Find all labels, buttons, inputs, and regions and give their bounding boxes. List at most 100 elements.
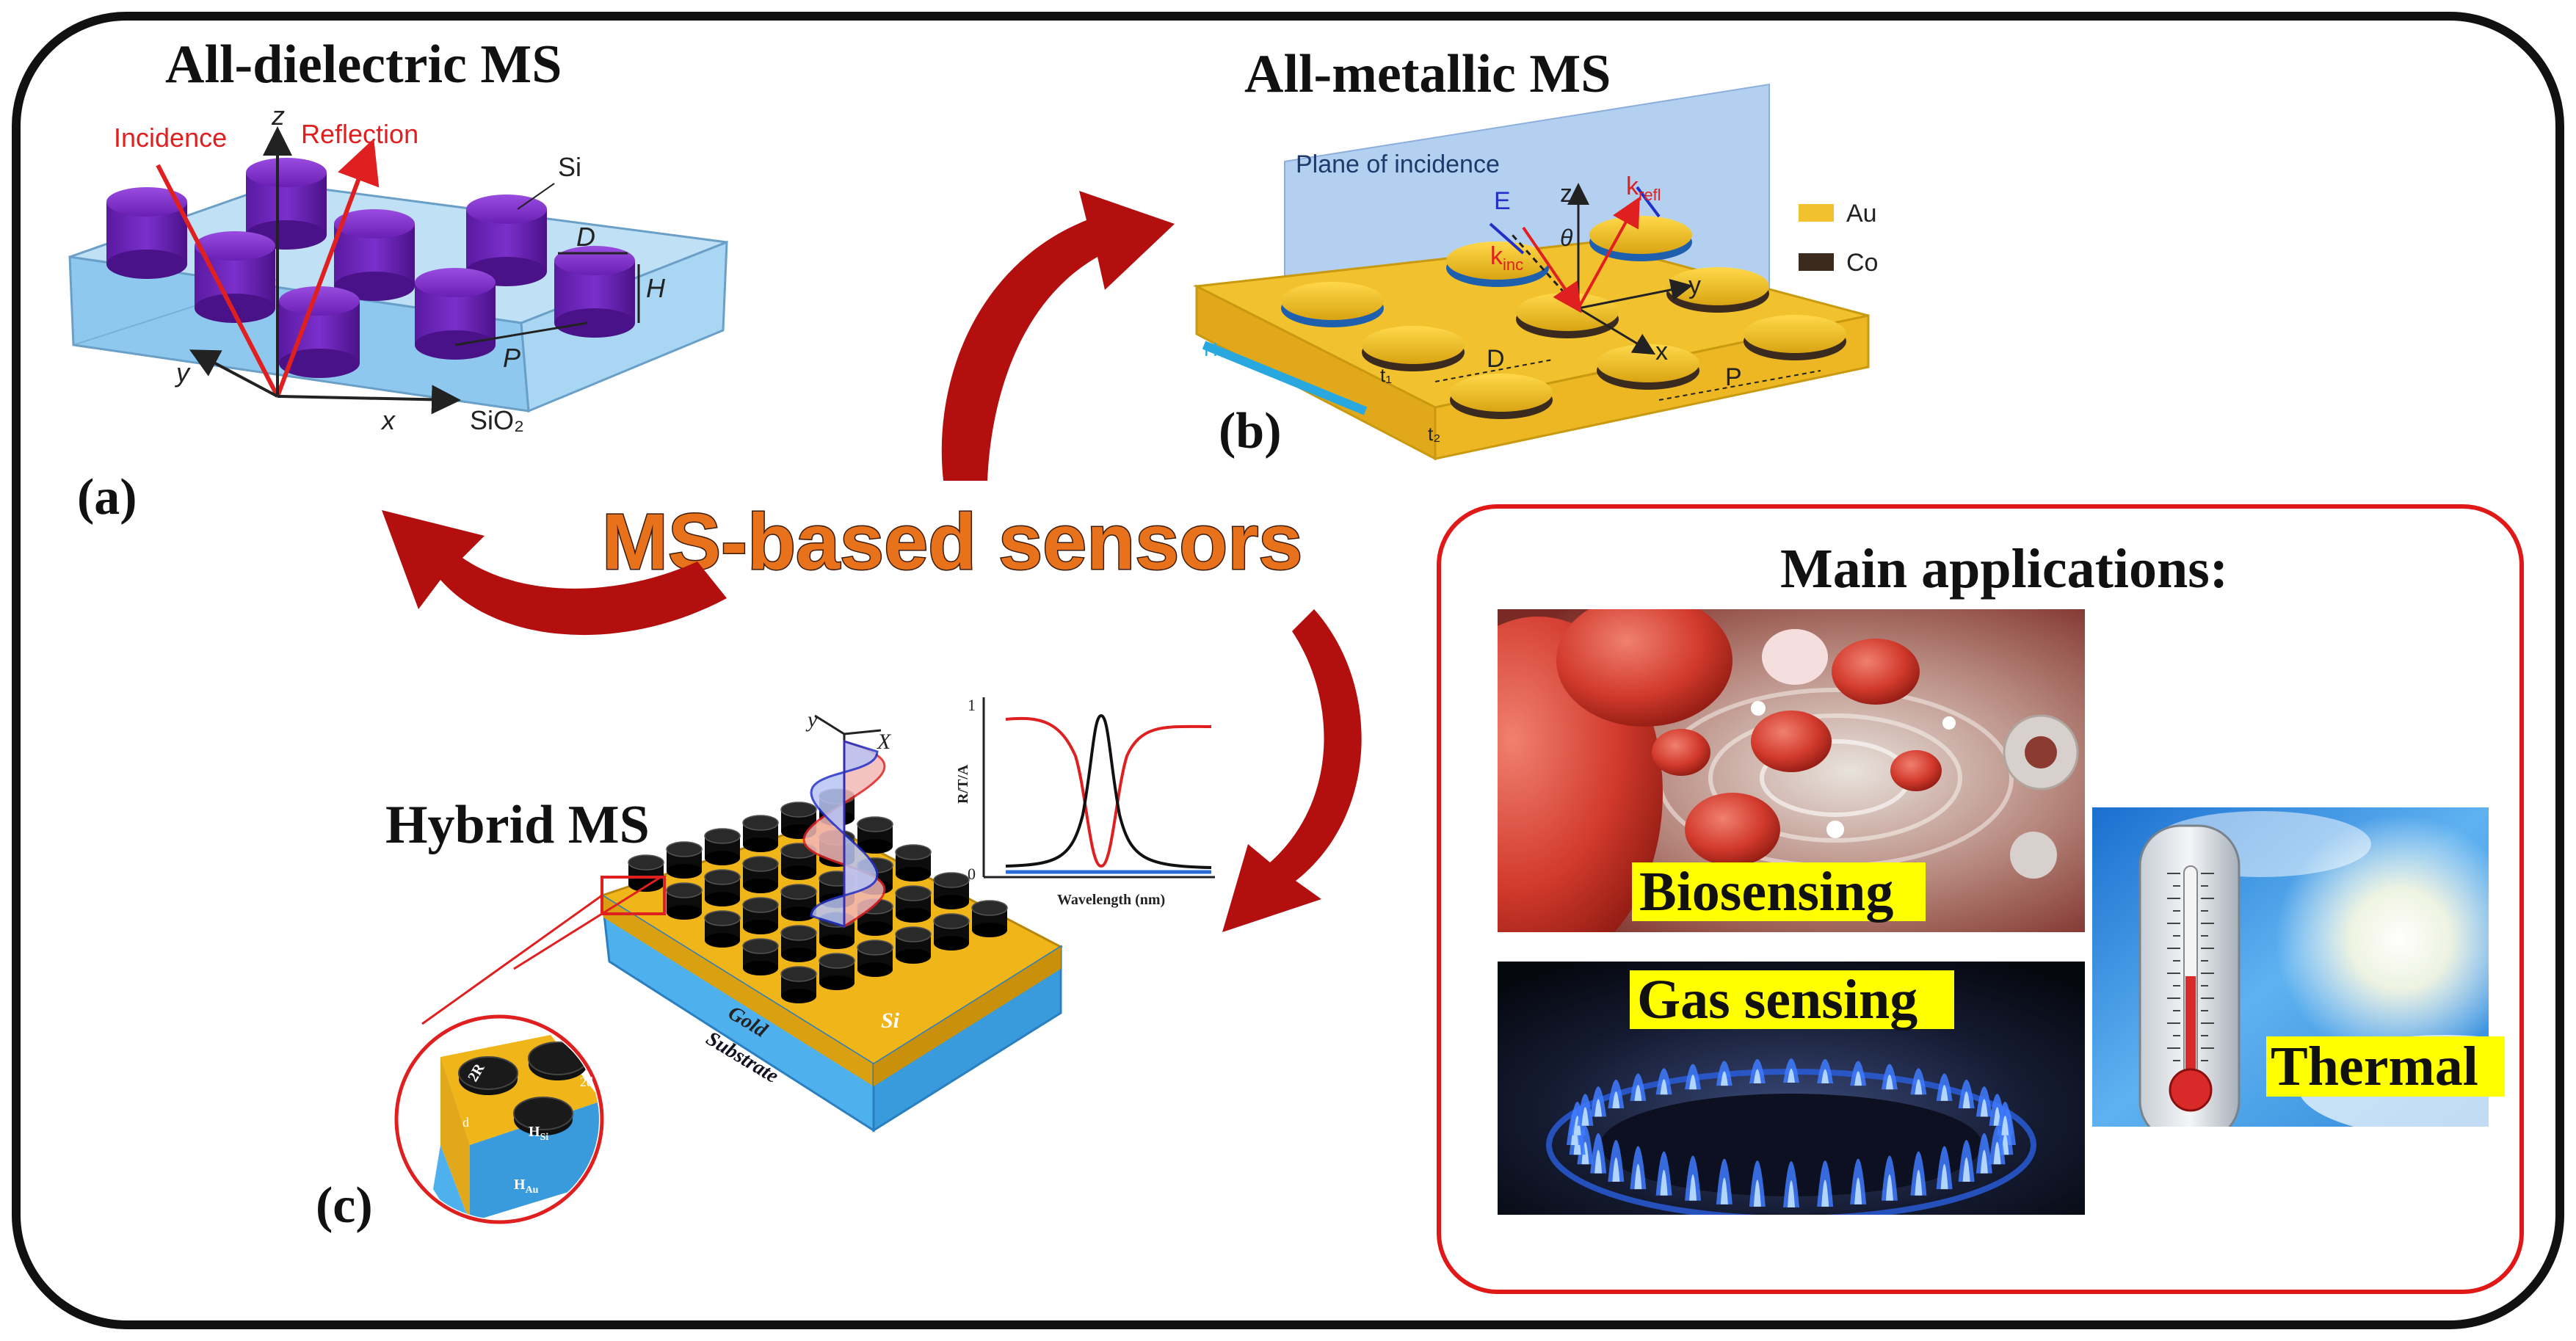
curve-reflectance [1005, 716, 1212, 868]
si-pillar [780, 802, 817, 839]
si-pillars [106, 158, 635, 378]
label-incidence: Incidence [114, 123, 227, 153]
legend-co-swatch [1799, 253, 1834, 271]
label-si-c: Si [881, 1009, 900, 1033]
label-sio2: SiO₂ [470, 405, 524, 435]
flame [1910, 1068, 1927, 1095]
label-hau: HAu [514, 1177, 539, 1196]
flame [1685, 1064, 1702, 1090]
panel-c-hybrid: Hybrid MS Gold Substrate Si y X 1 0 R/T/… [316, 696, 1215, 1234]
label-reflection: Reflection [301, 119, 418, 149]
flame [1655, 1068, 1672, 1095]
title-all-metallic: All-metallic MS [1244, 44, 1611, 104]
spectrum-plot: 1 0 R/T/A Wavelength (nm) [955, 696, 1215, 908]
gas-highlight [1630, 970, 1954, 1029]
flame [1958, 1079, 1975, 1109]
label-thermal: Thermal [2271, 1036, 2478, 1097]
flame [1936, 1073, 1953, 1101]
label-d-b: D [1487, 345, 1505, 373]
plot-y1: 1 [968, 696, 976, 714]
si-pillar [666, 841, 703, 879]
si-pillar [895, 844, 932, 882]
flame [1881, 1064, 1898, 1090]
si-pillar [857, 816, 893, 854]
si-pillar [819, 953, 855, 990]
label-k-inc: kinc [1490, 242, 1523, 274]
applications-box: Main applications: [1437, 504, 2524, 1294]
si-pillar [780, 843, 817, 880]
plot-ylabel: R/T/A [955, 764, 971, 804]
label-h-field: H [1204, 338, 1218, 360]
gas-sensing-image: Gas sensing [1498, 962, 2085, 1215]
center-title: MS-based sensors [602, 497, 1302, 586]
si-pillar [780, 966, 817, 1003]
thermal-highlight [2266, 1036, 2505, 1097]
flame [1685, 1155, 1702, 1201]
legend-au-swatch [1799, 204, 1834, 222]
panel-label-a: (a) [77, 469, 137, 526]
label-k-refl: krefl [1626, 172, 1661, 204]
flame [1608, 1140, 1625, 1182]
flame [1577, 1094, 1594, 1126]
axis-y: y [174, 357, 191, 388]
si-pillar [742, 856, 779, 893]
panel-label-c: (c) [316, 1177, 373, 1234]
biosensing-image: Biosensing [1498, 609, 2085, 932]
label-t1: t₁ [1380, 364, 1392, 386]
panel-b-all-metallic: All-metallic MS Plane of incidence [1192, 44, 1878, 461]
label-p: P [503, 343, 520, 373]
title-hybrid: Hybrid MS [385, 795, 650, 855]
arrow-to-panel-a [382, 510, 727, 636]
panel-a-all-dielectric: All-dielectric MS Incidence Reflection z… [68, 34, 728, 526]
si-pillar [704, 828, 741, 865]
flame [1716, 1061, 1733, 1086]
thermal-image: Thermal [2092, 807, 2505, 1127]
flame [1817, 1160, 1834, 1207]
legend-au: Au [1846, 200, 1877, 228]
curve-absorptance [1005, 713, 1212, 869]
wave-y: y [805, 708, 818, 732]
si-pillar [895, 885, 932, 923]
flame [1850, 1158, 1867, 1204]
flame [1608, 1079, 1625, 1109]
title-main-applications: Main applications: [1780, 538, 2228, 600]
axis-x-b: x [1655, 338, 1668, 366]
label-biosensing: Biosensing [1639, 861, 1893, 923]
si-pillar [666, 882, 703, 920]
flame [1936, 1146, 1953, 1190]
si-pillar [742, 897, 779, 934]
si-pillar [971, 900, 1008, 937]
label-gas-sensing: Gas sensing [1637, 969, 1918, 1031]
flame [1975, 1086, 1992, 1117]
si-pillar [933, 913, 970, 951]
flame [1590, 1133, 1607, 1174]
si-pillar [895, 926, 932, 964]
title-all-dielectric: All-dielectric MS [165, 34, 562, 95]
axis-x: x [380, 405, 396, 435]
label-p-b: P [1725, 363, 1742, 391]
flame [1749, 1160, 1766, 1207]
flame [1975, 1133, 1992, 1174]
label-plane-of-incidence: Plane of incidence [1296, 150, 1500, 178]
label-2d-c: 2d [580, 1075, 593, 1089]
flame [1630, 1073, 1647, 1101]
flame [1749, 1058, 1766, 1084]
label-e-field: E [1494, 187, 1511, 215]
label-d: D [576, 222, 595, 252]
si-pillar [780, 925, 817, 962]
si-pillar [780, 884, 817, 921]
arrow-to-applications [1222, 609, 1362, 932]
si-pillar [742, 815, 779, 852]
hybrid-si-pillars [628, 788, 1008, 1003]
label-h: H [646, 273, 666, 303]
flame [1997, 1102, 2014, 1135]
arrow-to-panel-b [941, 191, 1175, 481]
axis-y-b: y [1688, 272, 1701, 299]
si-pillar [628, 854, 664, 892]
flame [1910, 1151, 1927, 1196]
flame [1989, 1125, 2006, 1165]
axis-z-b: z [1560, 180, 1572, 208]
label-t2: t₂ [1428, 423, 1440, 445]
si-pillar [933, 872, 970, 909]
